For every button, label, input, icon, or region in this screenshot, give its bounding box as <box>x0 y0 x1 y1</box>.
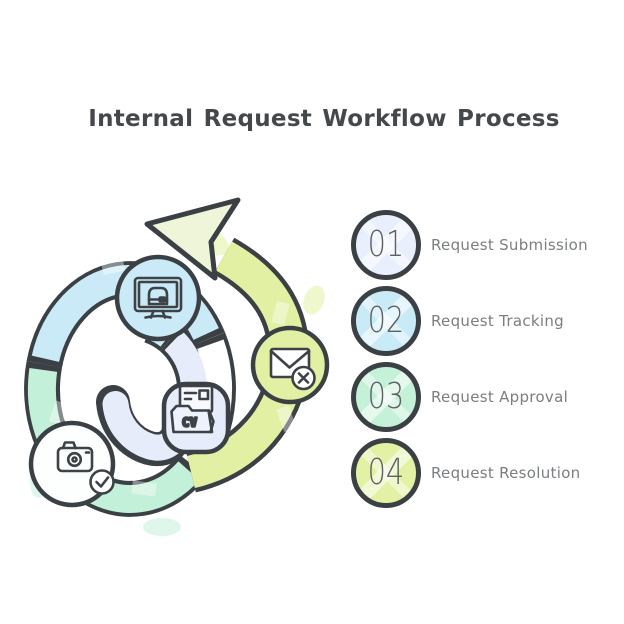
camera-check-node <box>28 420 116 508</box>
step-item-1: 01 Request Submission <box>351 210 588 280</box>
step-number-2: 02 <box>367 300 405 341</box>
camera-check-icon <box>56 441 115 495</box>
step-number-4: 04 <box>367 452 405 493</box>
page-title: Internal Request Workflow Process <box>88 106 560 132</box>
step-number-badge-2: 02 <box>351 286 421 356</box>
step-number-badge-3: 03 <box>351 362 421 432</box>
step-label-4: Request Resolution <box>431 464 581 482</box>
cv-folder-node: CV <box>161 381 231 455</box>
cv-folder-document-icon: CV <box>170 384 215 434</box>
monitor-briefcase-icon <box>133 276 183 319</box>
step-item-3: 03 Request Approval <box>351 362 588 432</box>
step-number-3: 03 <box>367 376 405 417</box>
step-number-badge-1: 01 <box>351 210 421 280</box>
step-label-2: Request Tracking <box>431 312 564 330</box>
step-label-1: Request Submission <box>431 236 588 254</box>
monitor-briefcase-node <box>114 254 202 342</box>
step-number-badge-4: 04 <box>351 438 421 508</box>
workflow-loop-diagram: CV <box>24 197 330 536</box>
step-item-2: 02 Request Tracking <box>351 286 588 356</box>
mail-cancel-node <box>250 325 330 405</box>
mail-cancel-icon <box>269 347 316 391</box>
step-list: 01 Request Submission 02 Request Trackin… <box>351 210 588 514</box>
arrowhead <box>144 197 241 281</box>
step-item-4: 04 Request Resolution <box>351 438 588 508</box>
cv-label: CV <box>182 416 197 430</box>
step-label-3: Request Approval <box>431 388 569 406</box>
step-number-1: 01 <box>367 224 405 265</box>
